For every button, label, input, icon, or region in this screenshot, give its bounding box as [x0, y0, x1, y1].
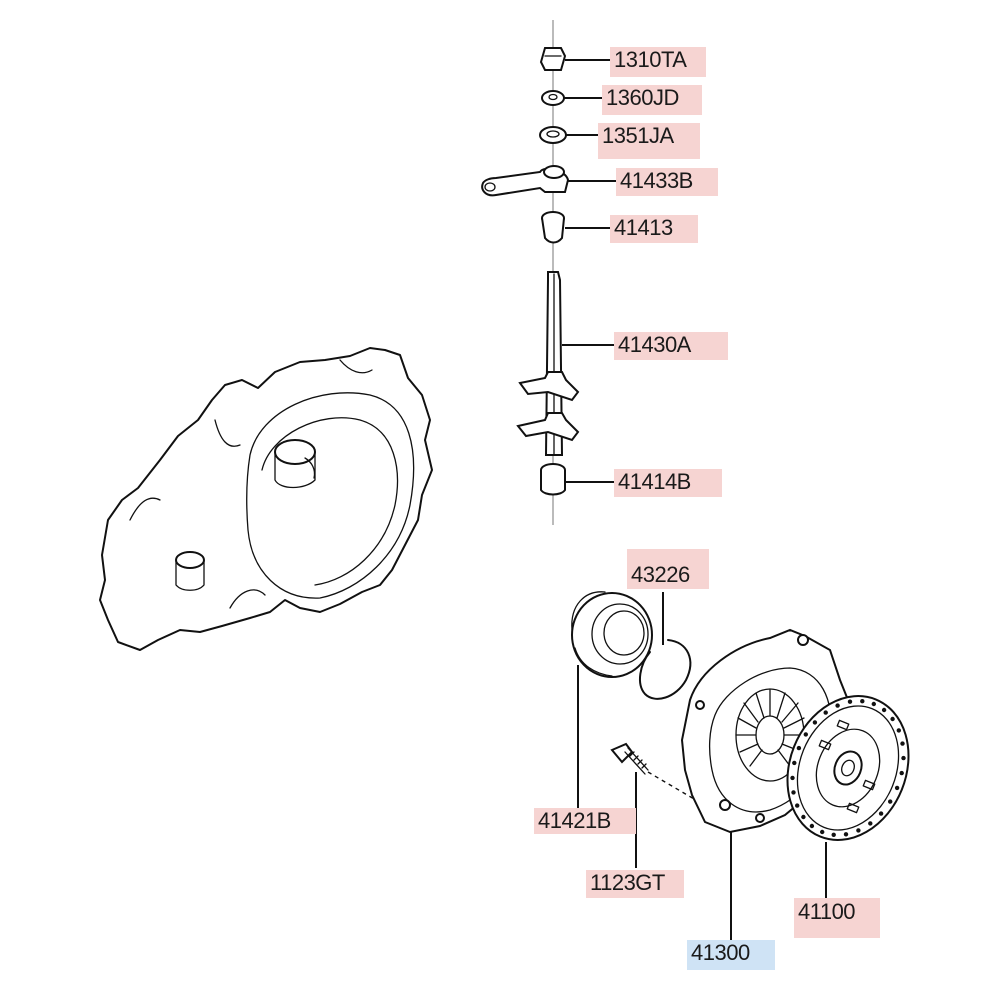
disc-rivet-hole — [871, 701, 876, 707]
part-label-1310ta[interactable]: 1310TA — [610, 47, 706, 77]
part-label-41430a[interactable]: 41430A — [614, 332, 728, 360]
clip-43226-part — [638, 592, 692, 700]
nut-1310ta-part — [539, 47, 610, 71]
lever-41433b-part — [481, 165, 616, 197]
disc-rivet-hole — [809, 823, 815, 829]
disc-rivet-hole — [856, 828, 861, 833]
disc-rivet-hole — [894, 785, 900, 791]
transmission-housing — [99, 347, 433, 651]
bushing-41414b-part — [540, 463, 614, 496]
disc-rivet-hole — [901, 755, 906, 761]
part-label-1360jd[interactable]: 1360JD — [602, 85, 702, 115]
disc-rivet-hole — [896, 728, 901, 733]
part-label-41100[interactable]: 41100 — [794, 898, 880, 938]
disc-rivet-hole — [868, 821, 873, 826]
disc-rivet-hole — [812, 720, 818, 725]
disc-rivet-hole — [795, 803, 800, 808]
part-label-41300[interactable]: 41300 — [687, 940, 775, 970]
shaft-41430a-part — [516, 271, 614, 456]
disc-rivet-hole — [820, 829, 825, 835]
disc-rivet-hole — [831, 832, 836, 837]
bushing-41413-part — [541, 211, 612, 244]
disc-rivet-hole — [847, 699, 853, 704]
part-label-41413[interactable]: 41413 — [610, 215, 698, 243]
part-label-41433b[interactable]: 41433B — [616, 168, 718, 196]
disc-rivet-hole — [792, 760, 797, 766]
disc-rivet-hole — [790, 775, 795, 781]
release-bearing-41421b-part — [571, 591, 653, 808]
disc-rivet-hole — [881, 707, 887, 713]
part-label-43226[interactable]: 43226 — [627, 549, 709, 589]
disc-rivet-hole — [823, 710, 828, 715]
disc-rivet-hole — [803, 732, 808, 737]
clutch-disc-41100-part — [786, 695, 910, 912]
disc-rivet-hole — [899, 770, 904, 776]
part-label-41414b[interactable]: 41414B — [614, 469, 722, 497]
disc-rivet-hole — [900, 741, 905, 746]
disc-rivet-hole — [890, 716, 895, 722]
disc-rivet-hole — [796, 745, 802, 751]
disc-rivet-hole — [888, 799, 893, 804]
disc-rivet-hole — [878, 811, 884, 816]
disc-rivet-hole — [843, 832, 849, 837]
part-label-1351ja[interactable]: 1351JA — [598, 123, 700, 159]
disc-rivet-hole — [801, 814, 806, 820]
part-label-41421b[interactable]: 41421B — [534, 808, 636, 834]
disc-rivet-hole — [860, 699, 865, 704]
disc-rivet-hole — [791, 790, 796, 795]
washer-1360jd-part — [541, 90, 610, 106]
disc-rivet-hole — [835, 703, 840, 708]
part-label-1123gt[interactable]: 1123GT — [586, 870, 684, 898]
